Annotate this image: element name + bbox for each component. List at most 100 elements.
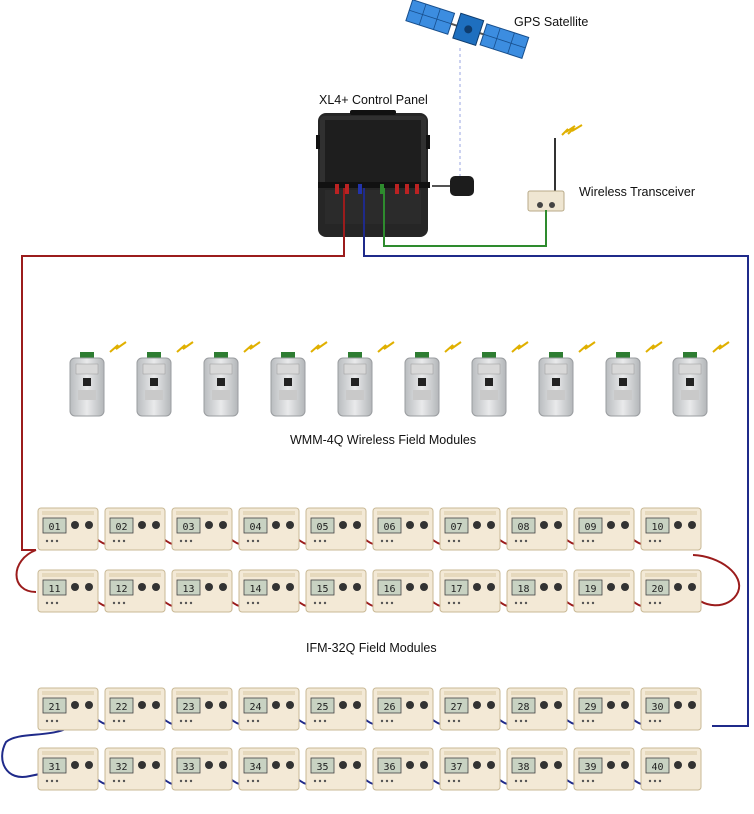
ifm-module-number: 24 (249, 702, 261, 713)
ifm-module: 37 (439, 747, 501, 791)
ifm-display (42, 517, 67, 534)
ifm-display (176, 757, 201, 774)
ifm-module: 01 (37, 507, 99, 551)
ifm-module: 19 (573, 569, 635, 613)
ifm-display (645, 579, 670, 596)
green-link (383, 188, 547, 247)
ifm-display (377, 517, 402, 534)
ifm-module-number: 32 (115, 762, 127, 773)
wireless-signal-icon (176, 341, 194, 353)
wireless-signal-icon (645, 341, 663, 353)
ifm-module: 06 (372, 507, 434, 551)
control-panel-label: XL4+ Control Panel (319, 93, 428, 107)
blue-home-run (363, 188, 749, 727)
ifm-module: 22 (104, 687, 166, 731)
ifm-display (243, 517, 268, 534)
ifm-module-number: 26 (383, 702, 395, 713)
ifm-display (243, 757, 268, 774)
ifm-module: 31 (37, 747, 99, 791)
wmm-module (337, 341, 395, 417)
wmm-module (136, 341, 194, 417)
wireless-signal-icon (243, 341, 261, 353)
ifm-display (176, 697, 201, 714)
ifm-module: 03 (171, 507, 233, 551)
ifm-module-number: 02 (115, 522, 127, 533)
ifm-module: 24 (238, 687, 300, 731)
ifm-module-number: 21 (48, 702, 60, 713)
ifm-module-number: 08 (517, 522, 529, 533)
ifm-module-number: 06 (383, 522, 395, 533)
ifm-module-number: 29 (584, 702, 596, 713)
ifm-module-number: 10 (651, 522, 663, 533)
ifm-display (42, 757, 67, 774)
wmm-modules-label: WMM-4Q Wireless Field Modules (290, 433, 477, 447)
ifm-module-number: 23 (182, 702, 194, 713)
ifm-module-number: 28 (517, 702, 529, 713)
ifm-module-number: 17 (450, 584, 462, 595)
wmm-module (605, 341, 663, 417)
ifm-display (42, 697, 67, 714)
wmm-module (538, 341, 596, 417)
ifm-module-number: 39 (584, 762, 596, 773)
ifm-display (444, 697, 469, 714)
ifm-module-number: 15 (316, 584, 328, 595)
ifm-display (444, 757, 469, 774)
control-panel-icon (316, 110, 430, 237)
ifm-module-number: 14 (249, 584, 261, 595)
ifm-display (645, 517, 670, 534)
ifm-module: 26 (372, 687, 434, 731)
ifm-module: 07 (439, 507, 501, 551)
gps-satellite-icon (405, 0, 530, 59)
ifm-module-number: 04 (249, 522, 261, 533)
ifm-module-number: 33 (182, 762, 194, 773)
ifm-display (377, 757, 402, 774)
wmm-module (672, 341, 730, 417)
ifm-module: 04 (238, 507, 300, 551)
wmm-module (471, 341, 529, 417)
ifm-module: 20 (640, 569, 702, 613)
row-loop-cable (15, 549, 37, 593)
ifm-display (176, 579, 201, 596)
ifm-module-number: 09 (584, 522, 596, 533)
ifm-module-number: 36 (383, 762, 395, 773)
wireless-transceiver-icon (527, 124, 583, 212)
ifm-module-number: 30 (651, 702, 663, 713)
wireless-signal-icon (511, 341, 529, 353)
ifm-display (243, 579, 268, 596)
ifm-module-number: 16 (383, 584, 395, 595)
wireless-signal-icon (712, 341, 730, 353)
wireless-signal-icon (109, 341, 127, 353)
ifm-module: 34 (238, 747, 300, 791)
ifm-display (109, 579, 134, 596)
ifm-module: 15 (305, 569, 367, 613)
gps-antenna-icon (432, 176, 474, 196)
ifm-display (444, 579, 469, 596)
ifm-module-number: 38 (517, 762, 529, 773)
ifm-module: 16 (372, 569, 434, 613)
ifm-module-number: 22 (115, 702, 127, 713)
ifm-module: 05 (305, 507, 367, 551)
wmm-module (270, 341, 328, 417)
ifm-module-number: 01 (48, 522, 60, 533)
ifm-module-number: 34 (249, 762, 261, 773)
ifm-display (377, 697, 402, 714)
ifm-module: 14 (238, 569, 300, 613)
wireless-signal-icon (444, 341, 462, 353)
ifm-display (444, 517, 469, 534)
ifm-module: 09 (573, 507, 635, 551)
ifm-module-number: 27 (450, 702, 462, 713)
ifm-module-number: 20 (651, 584, 663, 595)
ifm-module-number: 19 (584, 584, 596, 595)
ifm-module: 21 (37, 687, 99, 731)
ifm-module-number: 03 (182, 522, 194, 533)
ifm-display (511, 697, 536, 714)
red-home-run (21, 188, 345, 551)
ifm-module: 39 (573, 747, 635, 791)
wireless-signal-icon (310, 341, 328, 353)
ifm-module: 28 (506, 687, 568, 731)
ifm-module-number: 37 (450, 762, 462, 773)
ifm-module-number: 31 (48, 762, 60, 773)
ifm-display (109, 517, 134, 534)
ifm-display (578, 579, 603, 596)
